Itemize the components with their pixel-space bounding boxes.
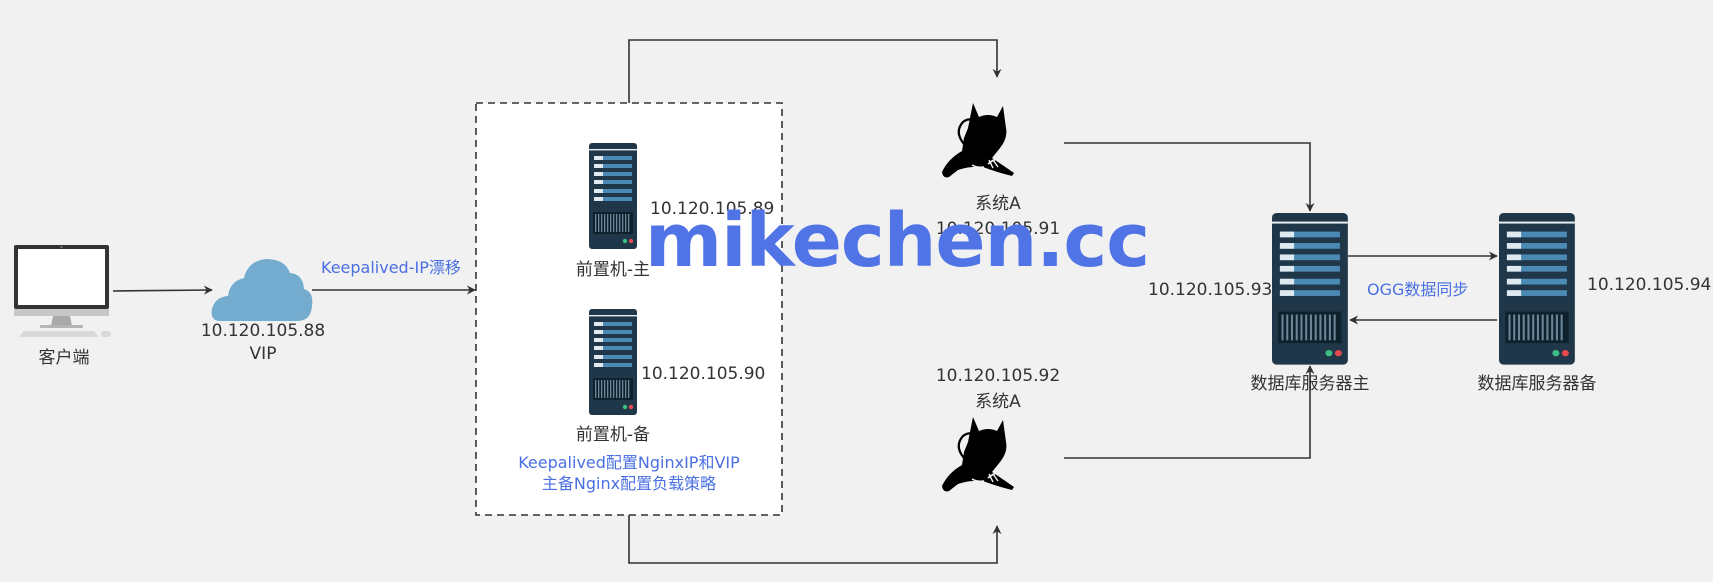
front-main-ip: 10.120.105.89	[650, 199, 774, 219]
front-main-label: 前置机-主	[576, 260, 650, 280]
vip-ip: 10.120.105.88	[201, 321, 325, 341]
front-backup-label: 前置机-备	[576, 425, 650, 445]
db-main-node: 10.120.105.93 数据库服务器主	[1148, 213, 1370, 394]
edge-client-to-vip	[112, 285, 213, 295]
edge-system-top-to-db-main	[1064, 142, 1315, 212]
front-backup-node: 10.120.105.90 前置机-备	[576, 309, 765, 445]
db-backup-node: 10.120.105.94 数据库服务器备	[1478, 213, 1711, 394]
edge-system-bottom-to-db-main	[1064, 365, 1315, 459]
group-note-line1: Keepalived配置NginxIP和VIP	[518, 453, 740, 472]
tomcat-cat-icon	[940, 415, 1016, 493]
db-backup-label: 数据库服务器备	[1478, 374, 1597, 394]
system-bottom-node: 10.120.105.92 系统A	[936, 366, 1060, 493]
watermark: mikechen.cc	[645, 198, 1149, 284]
server-icon	[1272, 213, 1348, 365]
client-node: 客户端	[14, 245, 111, 368]
db-main-ip: 10.120.105.93	[1148, 280, 1272, 300]
front-backup-ip: 10.120.105.90	[641, 364, 765, 384]
tomcat-cat-icon	[940, 101, 1016, 179]
keepalived-edge-label: Keepalived-IP漂移	[321, 258, 461, 277]
system-top-node: 系统A 10.120.105.91	[936, 101, 1060, 239]
group-note: Keepalived配置NginxIP和VIP 主备Nginx配置负载策略	[518, 453, 740, 493]
client-label: 客户端	[39, 348, 90, 368]
edge-group-to-system-bottom	[628, 515, 1002, 564]
ogg-edge-label: OGG数据同步	[1367, 280, 1468, 299]
server-icon	[1499, 213, 1575, 365]
db-backup-ip: 10.120.105.94	[1587, 275, 1711, 295]
server-icon	[589, 309, 637, 415]
system-top-label: 系统A	[975, 194, 1021, 214]
cloud-icon	[211, 259, 313, 321]
system-bottom-label: 系统A	[975, 392, 1021, 412]
system-top-ip: 10.120.105.91	[936, 219, 1060, 239]
edge-group-to-system-top	[628, 39, 1002, 103]
vip-label: VIP	[250, 344, 277, 364]
db-main-label: 数据库服务器主	[1251, 374, 1370, 394]
front-main-node: 10.120.105.89 前置机-主	[576, 143, 774, 280]
group-note-line2: 主备Nginx配置负载策略	[542, 474, 716, 493]
server-icon	[589, 143, 637, 249]
vip-node: 10.120.105.88 VIP	[201, 259, 325, 364]
monitor-icon	[14, 245, 111, 337]
connections	[112, 39, 1498, 564]
system-bottom-ip: 10.120.105.92	[936, 366, 1060, 386]
